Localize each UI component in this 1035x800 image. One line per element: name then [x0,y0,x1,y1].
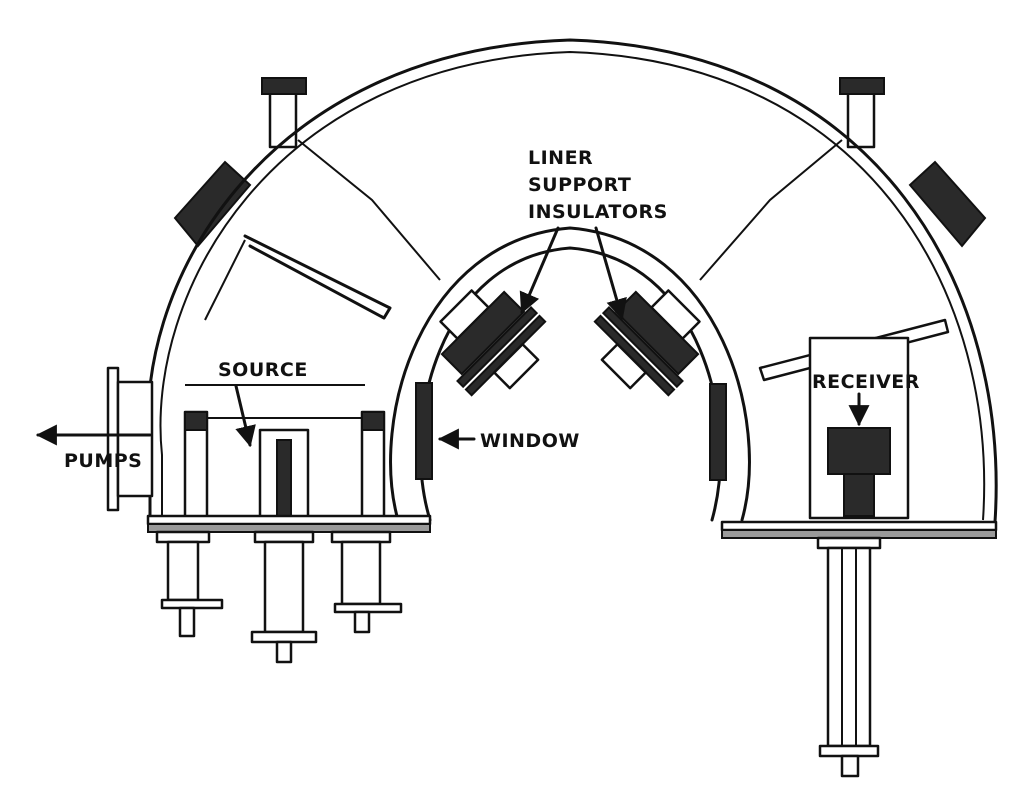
pump-port [106,366,154,512]
receiver-feedthrough [816,536,882,778]
left-vent-plate [243,234,392,320]
label-liner: LINER [528,147,593,169]
left-feedthrough-3 [330,530,403,634]
source-assembly [183,410,386,524]
outer-shell-inner [159,50,986,521]
left-liner-insulator [439,289,547,397]
top-left-port [261,77,307,149]
label-pumps: PUMPS [64,450,142,472]
label-window: WINDOW [480,430,580,452]
right-top-panel [699,139,843,281]
left-feedthrough-1 [155,530,224,638]
left-divider [204,239,246,321]
right-window [709,383,727,481]
top-right-port [839,77,885,149]
label-support: SUPPORT [528,174,631,196]
source-arrow [234,384,256,448]
right-liner-insulator [593,289,701,397]
inner-liner-outer [389,226,751,522]
left-top-panel [297,139,441,281]
left-side-flange [173,160,252,248]
liner-arrow-right [594,226,627,321]
label-receiver: RECEIVER [812,371,920,393]
right-side-flange [908,160,987,248]
outer-shell [146,38,998,524]
left-window [415,382,433,480]
receiver-target [827,427,891,517]
label-insulators: INSULATORS [528,201,668,223]
left-base-plate [146,514,432,533]
liner-arrow-left [519,226,560,314]
label-source: SOURCE [218,359,308,381]
left-feedthrough-2 [250,530,318,664]
right-base-plate [720,520,998,539]
